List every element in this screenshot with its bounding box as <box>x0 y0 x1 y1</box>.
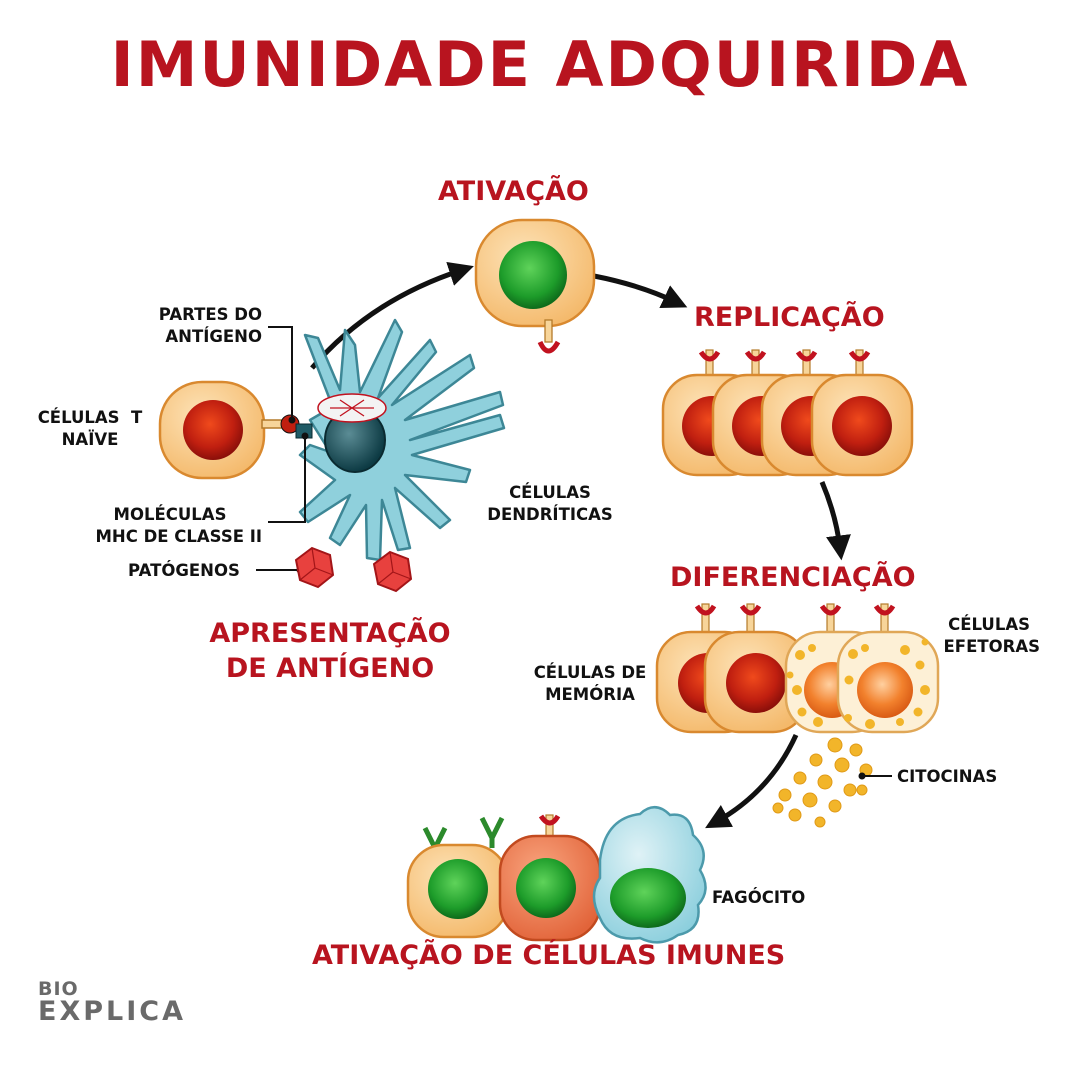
arrow-to-activation <box>310 261 474 370</box>
leader-dot <box>288 416 296 424</box>
label-moleculas-mhc: MOLÉCULAS MHC DE CLASSE II <box>70 504 262 548</box>
leader-dot <box>858 772 866 780</box>
label-partes-line1: PARTES DO <box>158 305 262 324</box>
cytokines <box>772 737 873 828</box>
label-memoria-line1: CÉLULAS DE <box>533 663 647 682</box>
leader-dot <box>301 432 309 440</box>
label-partes-antigeno: PARTES DO ANTÍGENO <box>108 304 262 348</box>
label-fagocito: FAGÓCITO <box>712 888 806 907</box>
arrow-to-replication <box>593 273 688 308</box>
label-celulas-memoria: CÉLULAS DE MEMÓRIA <box>528 662 652 706</box>
bio-explica-logo: BIO EXPLICA <box>38 978 186 1027</box>
label-efetoras-line1: CÉLULAS <box>948 615 1030 634</box>
receptor-stalk <box>544 319 553 343</box>
label-partes-line2: ANTÍGENO <box>165 327 262 346</box>
memory-cells <box>655 603 809 734</box>
stage-apresentacao-line1: APRESENTAÇÃO <box>209 618 451 649</box>
label-dendriticas-line2: DENDRÍTICAS <box>487 505 613 524</box>
stage-replicacao: REPLICAÇÃO <box>694 302 885 333</box>
receptor-icon <box>537 340 561 354</box>
phagocyte <box>592 806 707 944</box>
stage-apresentacao: APRESENTAÇÃO DE ANTÍGENO <box>200 618 460 684</box>
engulfed-pathogen-detail <box>330 399 374 417</box>
page-title: IMUNIDADE ADQUIRIDA <box>110 28 970 101</box>
stage-apresentacao-line2: DE ANTÍGENO <box>225 653 435 684</box>
label-patogenos: PATÓGENOS <box>128 561 240 580</box>
replication-cells <box>661 349 914 477</box>
leader-moleculas <box>268 438 306 523</box>
b-cell-with-antibodies <box>406 816 510 939</box>
label-moleculas-line2: MHC DE CLASSE II <box>95 527 262 546</box>
stage-ativacao-celulas: ATIVAÇÃO DE CÉLULAS IMUNES <box>312 940 786 971</box>
label-celulas-t: CÉLULAS T NAÏVE <box>30 407 150 451</box>
label-citocinas: CITOCINAS <box>897 767 998 786</box>
label-efetoras-line2: EFETORAS <box>943 637 1040 656</box>
label-celulas-t-line2: NAÏVE <box>61 430 119 449</box>
activated-t-cell-bottom <box>498 814 602 942</box>
label-memoria-line2: MEMÓRIA <box>545 685 635 704</box>
logo-bottom: EXPLICA <box>38 996 187 1027</box>
pathogen-icon <box>372 550 413 593</box>
leader-partes <box>268 326 293 420</box>
label-moleculas-line1: MOLÉCULAS <box>113 505 227 524</box>
stage-diferenciacao: DIFERENCIAÇÃO <box>670 562 916 593</box>
pathogen-icon <box>294 546 335 589</box>
label-celulas-t-line1: CÉLULAS T <box>37 408 143 427</box>
label-celulas-efetoras: CÉLULAS EFETORAS <box>910 614 1040 658</box>
naive-t-cell-nucleus <box>183 400 243 460</box>
label-celulas-dendriticas: CÉLULAS DENDRÍTICAS <box>470 482 630 526</box>
label-dendriticas-line1: CÉLULAS <box>509 483 591 502</box>
logo-top: BIO <box>38 978 79 1000</box>
effector-cells <box>784 603 940 734</box>
activated-t-cell-nucleus <box>499 241 567 309</box>
arrow-to-differentiation <box>819 481 851 561</box>
stage-ativacao: ATIVAÇÃO <box>438 176 589 207</box>
arrow-to-immune-activation <box>705 733 799 829</box>
